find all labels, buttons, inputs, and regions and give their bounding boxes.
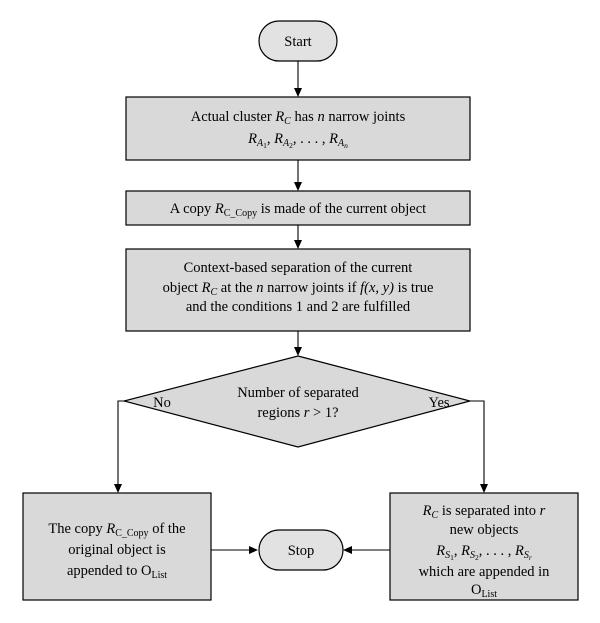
arrowhead [114,484,122,493]
decision-diamond [121,355,473,448]
left-box-line3: appended to OList [67,563,167,581]
connector-decision-no [117,400,124,489]
right-box-line2: new objects [450,522,519,538]
box3-line1: Context-based separation of the current [184,260,413,276]
process-box-separated-objects [389,492,579,601]
left-box-line2: original object is [68,542,166,558]
right-box-line3-object-list: RS1, RS2, . . . , RSr [435,543,532,562]
decision-no-label: No [153,395,171,411]
arrowhead [294,182,302,191]
right-box-line4: which are appended in [419,564,551,580]
box3-line2: object RC at the n narrow joints if f(x,… [163,280,434,298]
arrowhead [294,88,302,97]
start-terminal [258,20,338,62]
start-label: Start [284,34,311,50]
arrowhead [343,546,352,554]
left-box-line1: The copy RC_Copy of the [48,521,185,539]
decision-line1: Number of separated [237,385,359,401]
stop-terminal [258,529,344,571]
process-box-append-copy [22,492,212,601]
right-box-line1: RC is separated into r [422,503,546,521]
box3-line3: and the conditions 1 and 2 are fulfilled [186,299,411,315]
connector-decision-yes [470,400,485,489]
arrowhead [294,240,302,249]
box2-text: A copy RC_Copy is made of the current ob… [170,201,426,219]
arrowhead [294,347,302,356]
arrowhead [480,484,488,493]
box1-line1: Actual cluster RC has n narrow joints [191,109,406,127]
process-box-copy [125,190,471,226]
box1-line2-joint-list: RA1, RA2, . . . , RAn [247,131,348,150]
decision-yes-label: Yes [428,395,449,411]
arrowhead [249,546,258,554]
process-box-separation [125,248,471,332]
decision-line2: regions r > 1? [257,405,338,421]
stop-label: Stop [288,543,315,559]
right-box-line5: OList [471,582,497,600]
process-box-cluster [125,96,471,161]
